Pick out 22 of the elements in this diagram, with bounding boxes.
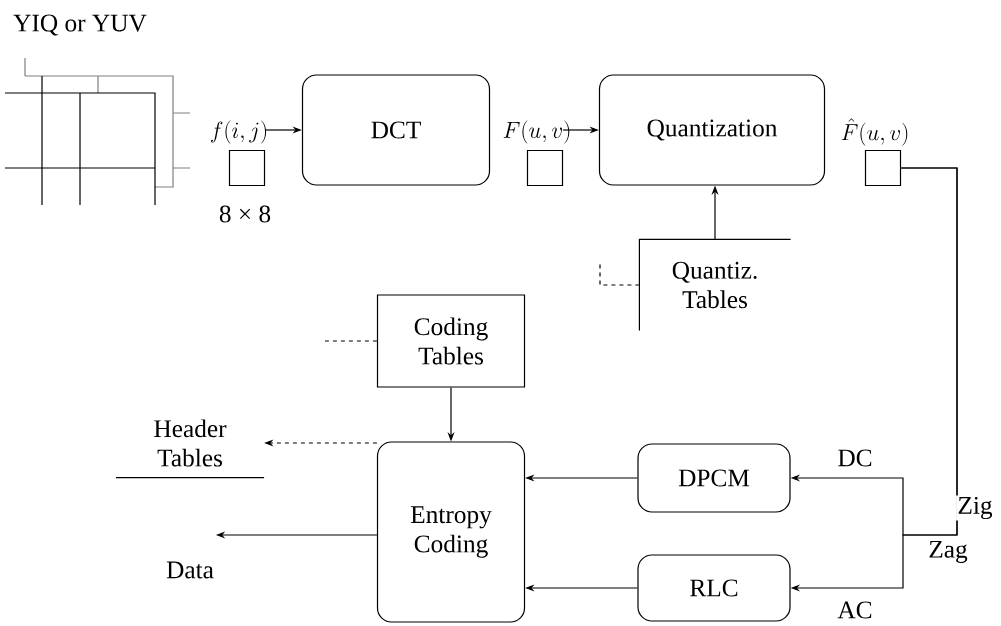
signal-label: $f(i,j)$ (211, 120, 267, 144)
image-planes-drawing: YIQ or YUV (4, 14, 191, 206)
edge-label: DC (836, 448, 874, 468)
process-box: Entropy Coding (376, 441, 526, 623)
process-box: DCT (301, 74, 491, 186)
block-square (228, 149, 266, 187)
size-label: 8 × 8 (219, 205, 271, 223)
block-square (526, 149, 564, 187)
table-box: Quantiz. Tables (638, 238, 792, 332)
signal-label: $F(u,v)$ (503, 120, 570, 144)
process-box: DPCM (637, 443, 791, 513)
arrow (599, 261, 640, 286)
output-label: Data (166, 561, 214, 579)
edge-label: AC (836, 600, 874, 620)
process-box: RLC (637, 554, 791, 622)
process-box: Quantization (598, 74, 826, 186)
path-label: Zag (927, 539, 970, 565)
path-label: Zig (956, 495, 994, 521)
block-square (864, 149, 902, 187)
output-label: Header Tables (115, 419, 265, 479)
table-box: Coding Tables (376, 294, 526, 388)
signal-label: $\hat{F}(u,v)$ (841, 118, 908, 146)
